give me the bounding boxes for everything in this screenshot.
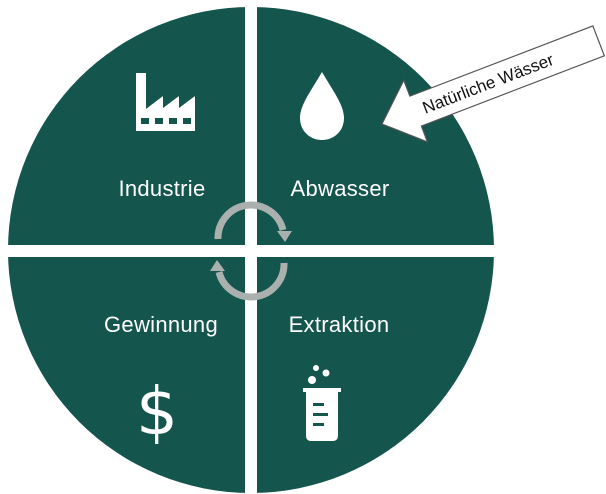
quadrant-abwasser: Abwasser bbox=[291, 72, 390, 201]
quadrant-industrie: Industrie bbox=[118, 73, 205, 201]
beaker-icon bbox=[303, 365, 341, 441]
quadrant-label-extraktion: Extraktion bbox=[289, 312, 390, 337]
water-drop-icon bbox=[300, 72, 344, 140]
dollar-icon: $ bbox=[136, 373, 178, 450]
quadrant-extraktion: Extraktion bbox=[289, 312, 390, 441]
cycle-arrows-icon bbox=[210, 201, 292, 301]
factory-icon bbox=[136, 73, 195, 131]
cycle-arrow-top bbox=[214, 201, 287, 240]
quadrant-label-industrie: Industrie bbox=[118, 176, 205, 201]
callout-label: Natürliche Wässer bbox=[420, 50, 557, 118]
cycle-arrow-bottom bbox=[215, 262, 288, 301]
quadrant-label-gewinnung: Gewinnung bbox=[104, 312, 218, 337]
arrow-icon bbox=[381, 25, 606, 143]
cycle-arrowhead-bottom bbox=[210, 260, 225, 271]
cycle-arrowhead-top bbox=[277, 231, 292, 242]
quadrant-gewinnung: Gewinnung $ bbox=[104, 312, 218, 450]
horizontal-divider bbox=[0, 245, 500, 257]
quadrant-dividers bbox=[0, 0, 500, 494]
quadrant-label-abwasser: Abwasser bbox=[291, 176, 390, 201]
